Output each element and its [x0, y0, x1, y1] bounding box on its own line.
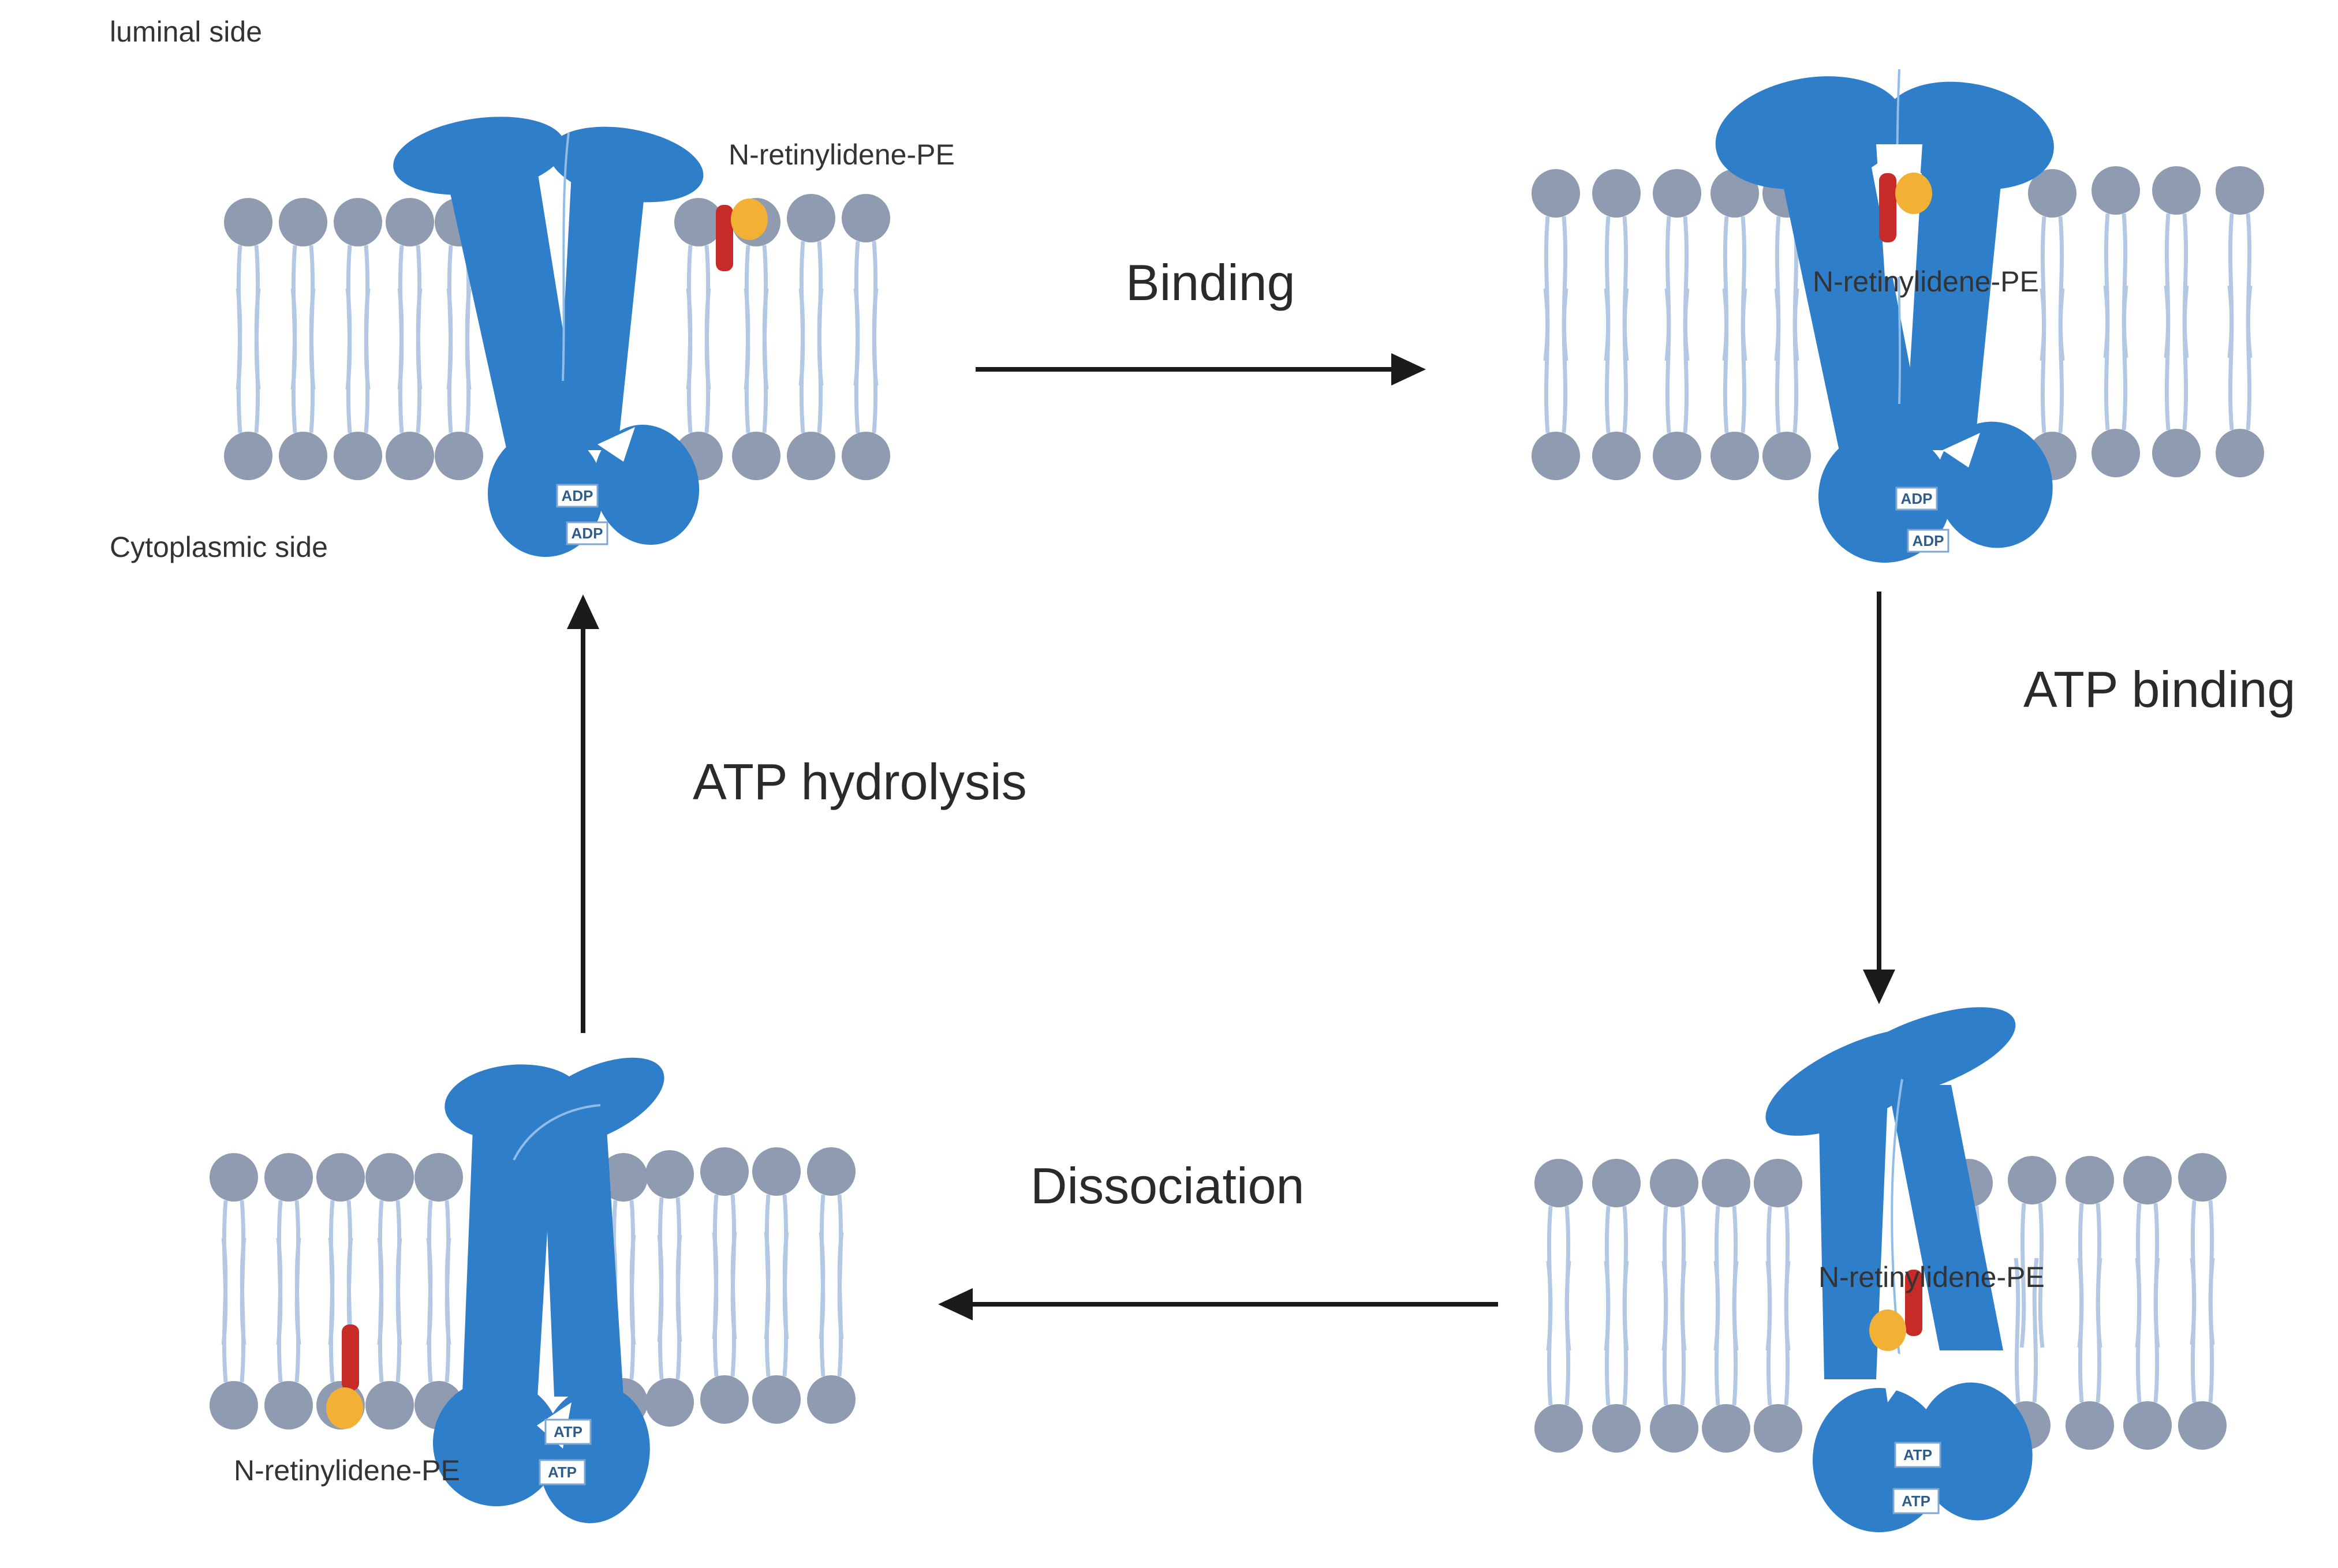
adp-label: ADP [572, 525, 603, 542]
lipid-label: N-retinylidene-PE [1818, 1261, 2045, 1293]
step-label-atp-binding: ATP binding [2023, 661, 2295, 718]
adp-label: ADP [1901, 490, 1933, 507]
nucleotide-adp-box: ADP [556, 484, 599, 508]
nucleotide-atp-box: ATP [544, 1419, 592, 1445]
nucleotide-adp-box: ADP [1895, 487, 1938, 511]
abc-transporter-icon [393, 117, 704, 557]
arrow-dissociation [938, 1288, 1498, 1320]
abc-transporter-icon [433, 1057, 664, 1524]
lipid-label: N-retinylidene-PE [729, 139, 955, 171]
atp-label: ATP [1902, 1492, 1930, 1510]
adp-label: ADP [562, 487, 593, 504]
panel-bottom-right: ATP ATP [1534, 1007, 2227, 1532]
retinal-lipid-icon [1879, 173, 1932, 242]
retinal-lipid-icon [1869, 1270, 1922, 1351]
arrow-atp-binding [1863, 592, 1895, 1004]
step-label-binding: Binding [1126, 254, 1295, 311]
retinal-lipid-icon [716, 199, 768, 271]
lipid-label: N-retinylidene-PE [1813, 265, 2039, 298]
atp-label: ATP [1903, 1446, 1932, 1464]
abc-transporter-icon [1715, 69, 2054, 563]
adp-label: ADP [1913, 532, 1944, 549]
panel-bottom-left: ATP ATP [210, 1057, 856, 1524]
arrow-atp-hydrolysis [567, 594, 599, 1033]
retinal-lipid-icon [326, 1324, 363, 1429]
nucleotide-atp-box: ATP [1892, 1488, 1940, 1514]
abc-transporter-icon [1765, 1007, 2033, 1532]
lipid-label: N-retinylidene-PE [234, 1454, 460, 1487]
arrow-binding [976, 353, 1426, 386]
nucleotide-adp-box: ADP [566, 521, 608, 545]
luminal-side-label: luminal side [110, 16, 262, 48]
atp-label: ATP [548, 1464, 577, 1481]
atp-label: ATP [554, 1423, 582, 1440]
nucleotide-atp-box: ATP [1894, 1442, 1941, 1468]
cytoplasmic-side-label: Cytoplasmic side [110, 531, 328, 563]
panel-top-left: ADP ADP [224, 117, 890, 557]
nucleotide-adp-box: ADP [1907, 529, 1949, 553]
panel-top-right: ADP ADP [1532, 69, 2264, 563]
step-label-atp-hydrolysis: ATP hydrolysis [693, 753, 1027, 810]
step-label-dissociation: Dissociation [1030, 1157, 1304, 1214]
nucleotide-atp-box: ATP [539, 1459, 586, 1485]
